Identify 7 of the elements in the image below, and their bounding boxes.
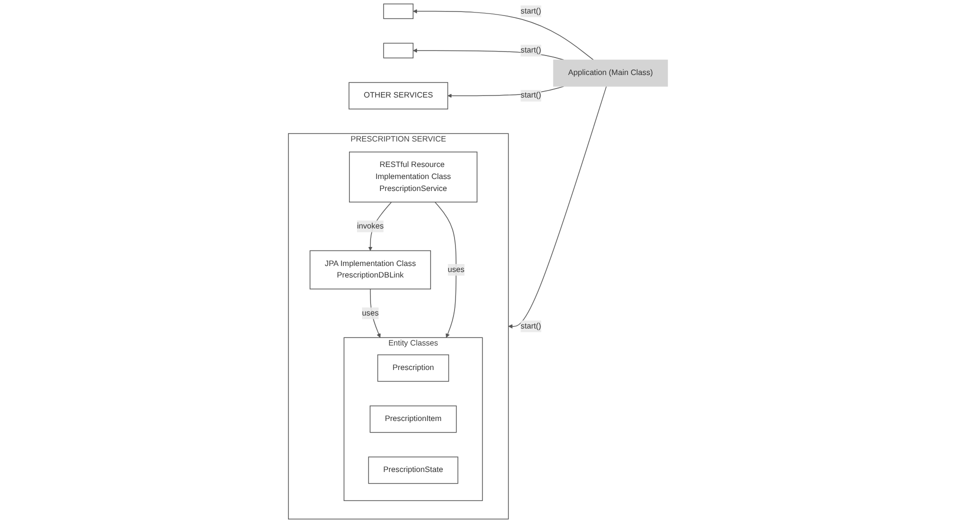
node-box [383,42,414,58]
arrow [508,86,607,328]
arrow [434,202,456,338]
arrow [412,9,594,60]
arrow [370,288,381,338]
node-box [383,4,414,20]
arrow [412,48,564,60]
